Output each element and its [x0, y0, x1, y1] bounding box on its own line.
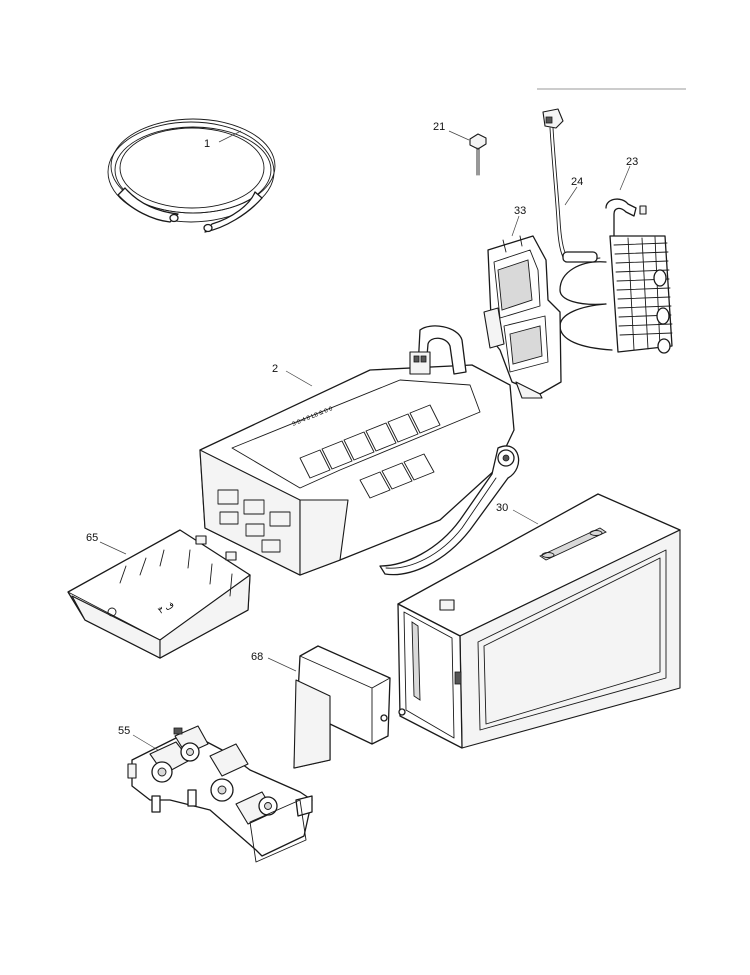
leader-24 — [564, 186, 578, 206]
callout-30: 30 — [496, 502, 508, 514]
callout-21: 21 — [433, 121, 445, 133]
callout-33: 33 — [514, 205, 526, 217]
part-23-heater-coil — [559, 198, 673, 354]
part-2-ice-maker: 3-8-4 8 L8 & 0 0 — [199, 325, 520, 576]
callout-24: 24 — [571, 176, 583, 188]
leader-1 — [218, 130, 242, 143]
callout-1: 1 — [204, 138, 210, 150]
callout-55: 55 — [118, 725, 130, 737]
leader-30 — [512, 509, 539, 525]
part-65-bin-tray: ف ٣ — [67, 529, 251, 659]
leader-21 — [448, 130, 470, 141]
leader-23 — [619, 165, 631, 191]
leader-68 — [267, 657, 297, 672]
part-1-water-tube-coil — [107, 118, 276, 233]
callout-2: 2 — [272, 363, 278, 375]
leader-2 — [285, 370, 313, 387]
callout-65: 65 — [86, 532, 98, 544]
part-33-control-housing — [483, 235, 562, 399]
leader-33 — [511, 215, 520, 237]
part-21-sensor — [469, 133, 487, 176]
part-68-duct-cover — [293, 645, 391, 769]
callout-68: 68 — [251, 651, 263, 663]
part-30-ice-bin — [397, 493, 681, 749]
part-55-water-valve — [127, 725, 313, 863]
callout-23: 23 — [626, 156, 638, 168]
part-24-wire-harness — [542, 108, 601, 263]
leader-65 — [99, 541, 127, 555]
leader-55 — [132, 734, 159, 751]
